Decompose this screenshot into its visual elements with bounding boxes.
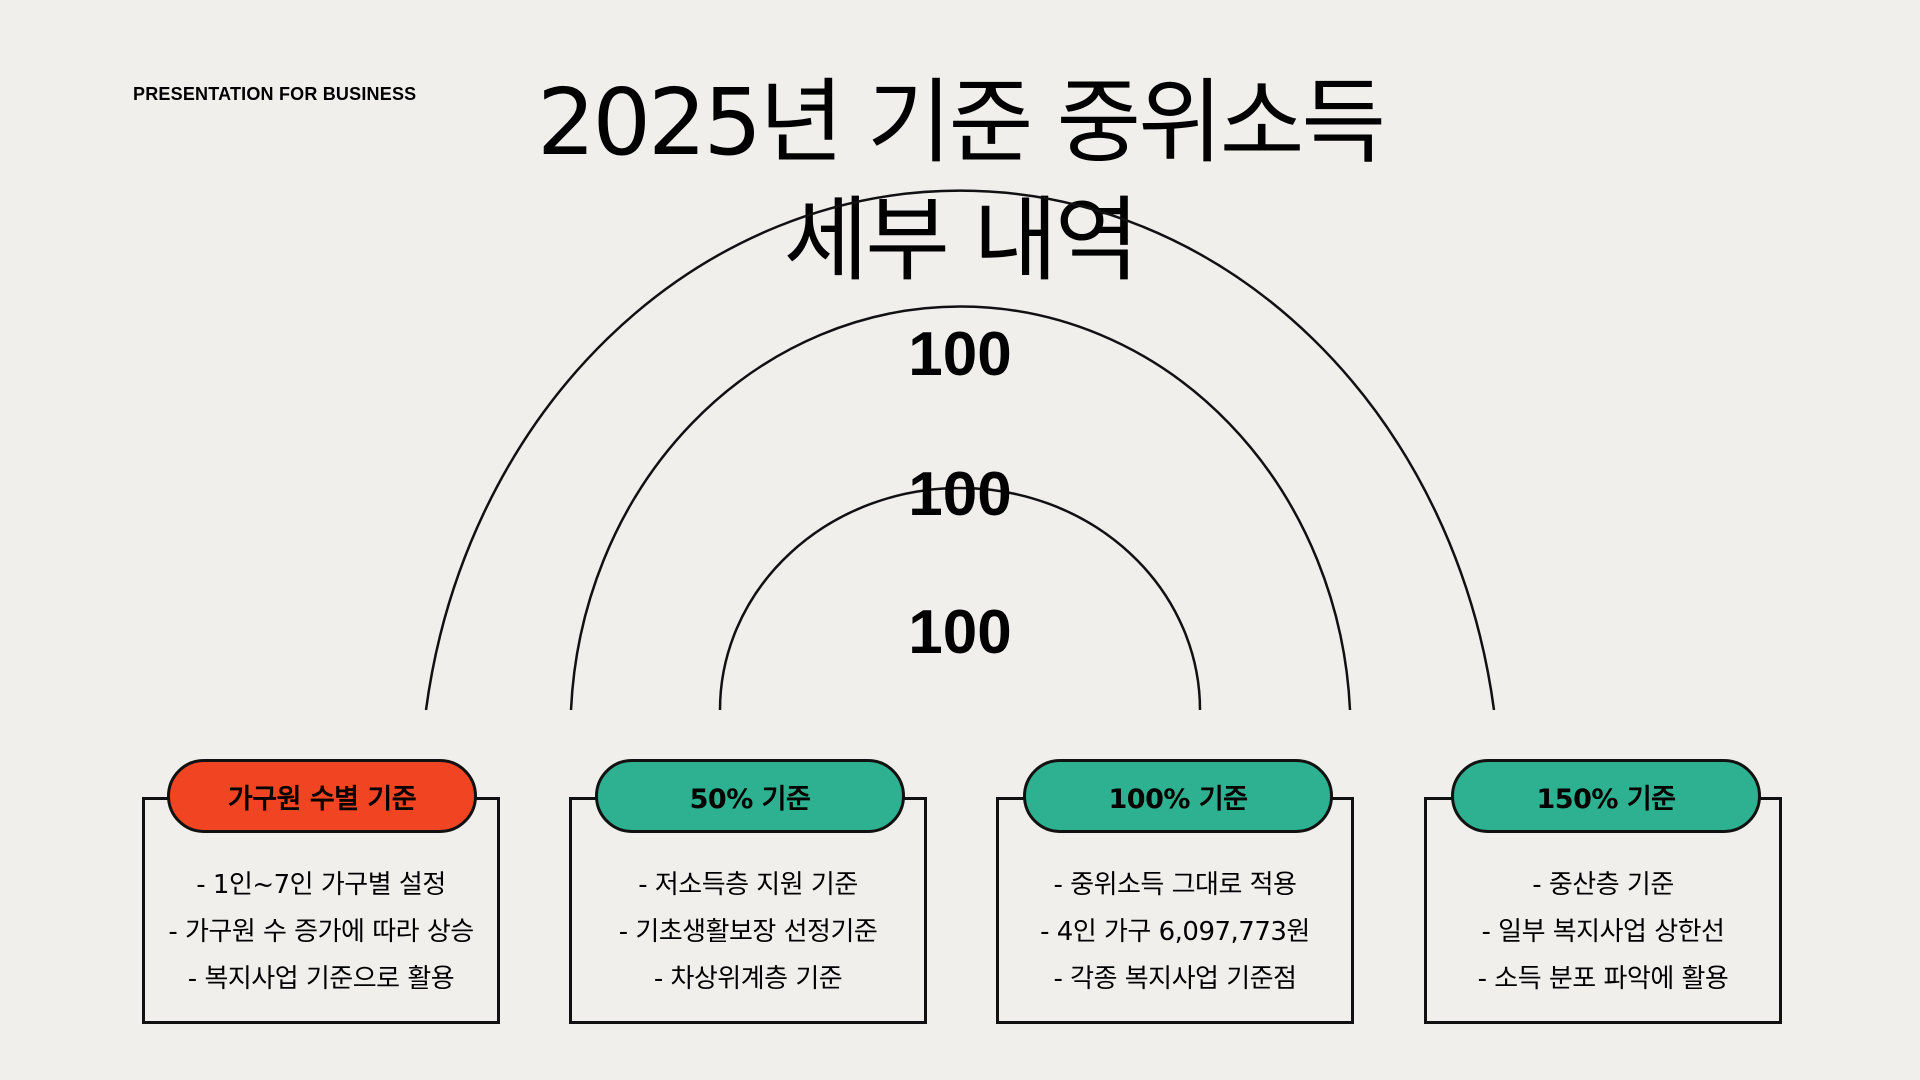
card-150-percent: - 중산층 기준 - 일부 복지사업 상한선 - 소득 분포 파악에 활용 [1424,797,1782,1024]
card-list: - 중산층 기준 - 일부 복지사업 상한선 - 소득 분포 파악에 활용 [1427,862,1779,1003]
inner-arc [718,486,1202,711]
card-list: - 중위소득 그대로 적용 - 4인 가구 6,097,773원 - 각종 복지… [999,862,1351,1003]
page-title: 2025년 기준 중위소득 세부 내역 [0,64,1920,300]
outer-arc-label: 100 [908,320,1012,389]
card-list: - 1인~7인 가구별 설정 - 가구원 수 증가에 따라 상승 - 복지사업 … [145,862,497,1003]
list-item: - 복지사업 기준으로 활용 [187,964,455,994]
card-list: - 저소득층 지원 기준 - 기초생활보장 선정기준 - 차상위계층 기준 [572,862,924,1003]
list-item: - 중산층 기준 [1532,870,1674,900]
card-title-pill-150: 150% 기준 [1451,759,1761,833]
list-item: - 차상위계층 기준 [653,964,843,994]
list-item: - 저소득층 지원 기준 [638,870,858,900]
list-item: - 일부 복지사업 상한선 [1481,917,1725,947]
middle-arc-label: 100 [908,460,1012,529]
card-50-percent: - 저소득층 지원 기준 - 기초생활보장 선정기준 - 차상위계층 기준 [569,797,927,1024]
title-line-1: 2025년 기준 중위소득 [536,69,1386,176]
list-item: - 각종 복지사업 기준점 [1053,964,1297,994]
list-item: - 4인 가구 6,097,773원 [1040,917,1310,947]
middle-arc [569,305,1352,711]
list-item: - 소득 분포 파악에 활용 [1477,964,1729,994]
card-title-pill-household: 가구원 수별 기준 [167,759,477,833]
brand-label: PRESENTATION FOR BUSINESS [133,84,417,104]
list-item: - 중위소득 그대로 적용 [1053,870,1297,900]
list-item: - 1인~7인 가구별 설정 [196,870,446,900]
inner-arc-label: 100 [908,598,1012,667]
card-100-percent: - 중위소득 그대로 적용 - 4인 가구 6,097,773원 - 각종 복지… [996,797,1354,1024]
card-title-pill-50: 50% 기준 [595,759,905,833]
card-household-size: - 1인~7인 가구별 설정 - 가구원 수 증가에 따라 상승 - 복지사업 … [142,797,500,1024]
list-item: - 기초생활보장 선정기준 [618,917,878,947]
card-title-pill-100: 100% 기준 [1023,759,1333,833]
outer-arc [424,189,1496,711]
list-item: - 가구원 수 증가에 따라 상승 [168,917,474,947]
